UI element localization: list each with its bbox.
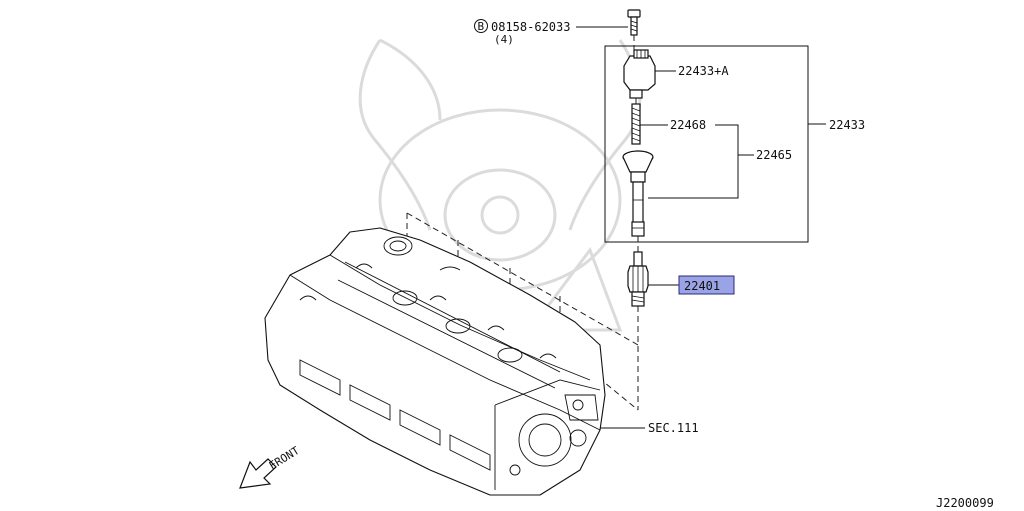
- spring-label: 22468: [670, 118, 706, 132]
- bolt-symbol-circle: [474, 19, 488, 33]
- coil-assembly-label: 22433+A: [678, 64, 729, 78]
- bolt-symbol: B: [478, 20, 485, 33]
- spring-to-boot-bracket: [648, 124, 739, 199]
- ignition-coil: [623, 49, 656, 99]
- section-ref-label[interactable]: SEC.111: [648, 421, 699, 435]
- spark-plug-label[interactable]: 22401: [684, 279, 720, 293]
- spark-plug-highlight[interactable]: [678, 275, 735, 295]
- cylinder-head: [264, 212, 639, 496]
- coil-group-label: 22433: [829, 118, 865, 132]
- bolt-quantity: (4): [494, 33, 514, 46]
- coil-spring: [631, 103, 641, 145]
- spark-plug: [627, 251, 649, 307]
- coil-group-box: [604, 45, 809, 243]
- coil-boot: [622, 150, 654, 237]
- bolt-part-number: 08158-62033: [491, 20, 570, 34]
- drawing-code: J2200099: [936, 496, 994, 510]
- bolt: [627, 9, 641, 50]
- bolt-callout: B 08158-62033 (4): [474, 19, 628, 46]
- boot-label: 22465: [756, 148, 792, 162]
- front-arrow-label: FRONT: [267, 444, 302, 473]
- front-arrow: FRONT: [239, 444, 302, 489]
